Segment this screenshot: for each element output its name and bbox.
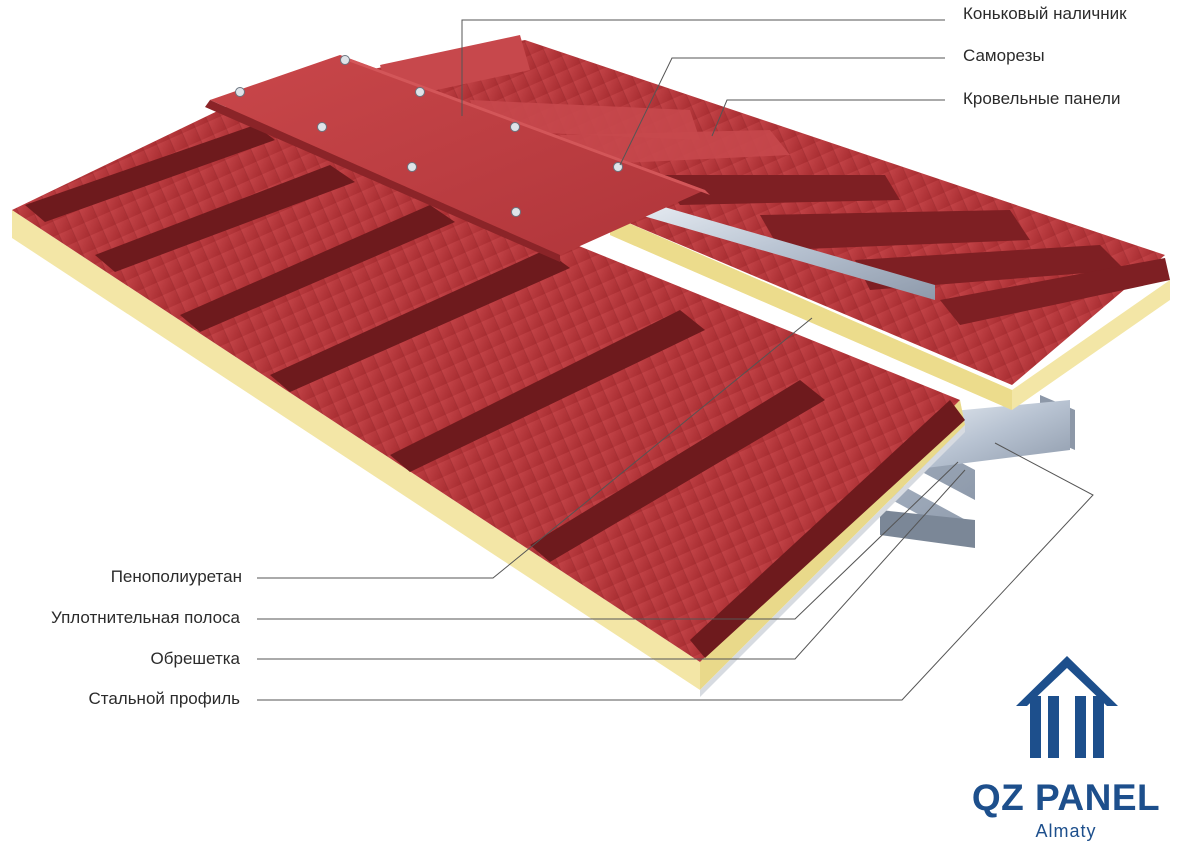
leader-lines <box>257 19 1094 701</box>
brand-name: QZ PANEL <box>971 777 1161 818</box>
ridge-flashing <box>205 55 710 262</box>
label-foam: Пенополиуретан <box>110 567 242 586</box>
label-roof-panels: Кровельные панели <box>963 89 1121 108</box>
label-screws: Саморезы <box>963 46 1045 65</box>
label-steel-profile: Стальной профиль <box>88 689 240 708</box>
screw-icon <box>235 55 623 217</box>
leader-roof-panels <box>711 99 945 137</box>
label-seal-strip: Уплотнительная полоса <box>51 608 240 627</box>
house-logo-icon <box>1016 656 1118 758</box>
label-lathing: Обрешетка <box>150 649 240 668</box>
brand-city: Almaty <box>1035 821 1097 841</box>
leader-screws <box>619 57 945 166</box>
leader-steel <box>257 442 1094 701</box>
label-ridge-flashing: Коньковый наличник <box>963 4 1127 23</box>
leader-ridge <box>461 19 945 116</box>
leader-lathing <box>257 469 966 660</box>
leader-seal <box>257 461 959 620</box>
front-roof-panel <box>12 105 965 697</box>
leader-foam <box>257 317 813 579</box>
